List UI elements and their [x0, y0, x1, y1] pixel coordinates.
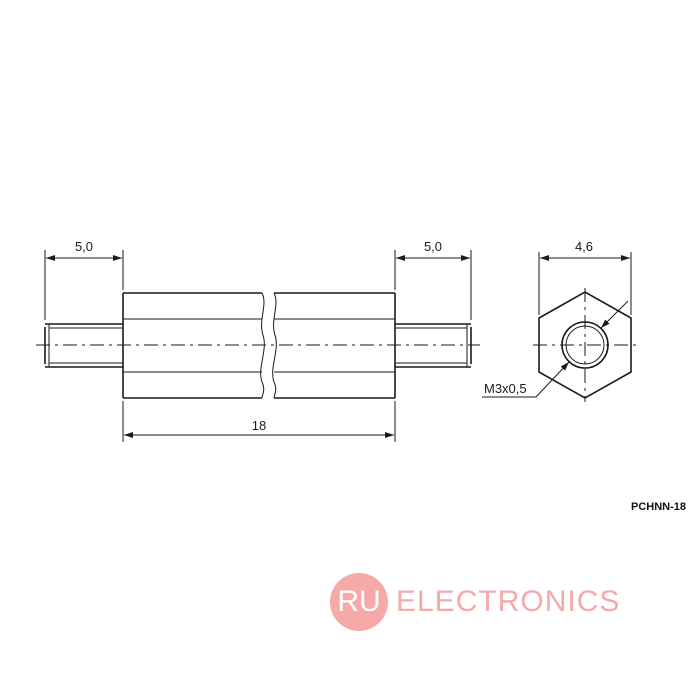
dim-hex-width-label: 4,6 — [575, 239, 593, 254]
dim-left-thread: 5,0 — [44, 239, 124, 320]
part-code: PCHNN-18 — [631, 501, 686, 513]
dim-total-length-label: 18 — [252, 418, 266, 433]
logo-badge: RU — [330, 573, 388, 631]
dim-left-thread-label: 5,0 — [75, 239, 93, 254]
thread-leader: M3x0,5 — [482, 300, 629, 398]
ru-electronics-logo: RU ELECTRONICS — [330, 573, 620, 631]
dim-total-length: 18 — [122, 401, 396, 442]
dim-right-thread: 5,0 — [394, 239, 472, 320]
right-thread — [395, 323, 472, 368]
left-thread — [44, 323, 123, 368]
end-view: 4,6 M3x0,5 — [482, 239, 640, 402]
dim-right-thread-label: 5,0 — [424, 239, 442, 254]
thread-spec-label: M3x0,5 — [484, 381, 527, 396]
dim-hex-width: 4,6 — [538, 239, 632, 315]
side-view: 5,0 5,0 18 — [36, 239, 480, 442]
logo-text: ELECTRONICS — [396, 585, 621, 618]
